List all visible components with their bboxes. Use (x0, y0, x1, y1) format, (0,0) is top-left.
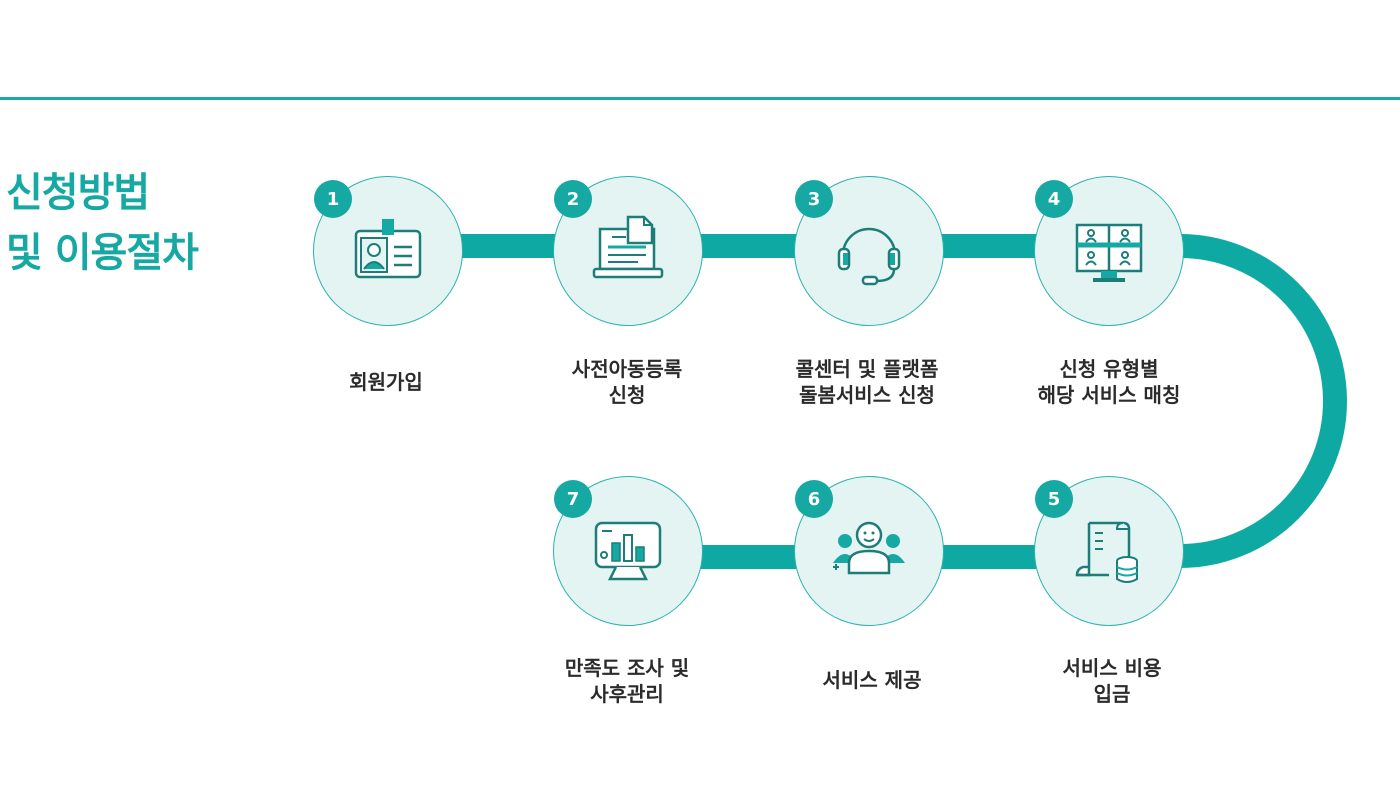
step-number-badge: 7 (554, 480, 592, 518)
step-3: 3 (794, 176, 944, 326)
top-divider (0, 97, 1400, 100)
step-label-line: 서비스 비용 (1062, 656, 1162, 680)
step-1-label: 회원가입 (266, 369, 506, 395)
step-2-label: 사전아동등록 신청 (507, 356, 747, 408)
step-6-label: 서비스 제공 (752, 667, 992, 693)
monitor-chart-icon (594, 521, 662, 581)
connector-3-4 (935, 234, 1045, 258)
step-2: 2 (553, 176, 703, 326)
receipt-coins-icon (1075, 521, 1138, 583)
step-1: 1 (313, 176, 463, 326)
step-5-label: 서비스 비용 입금 (992, 655, 1232, 707)
connector-1-2 (455, 234, 565, 258)
step-label-line: 신청 유형별 (1059, 357, 1159, 381)
step-number-badge: 2 (554, 180, 592, 218)
step-label-line: 만족도 조사 및 (564, 656, 690, 680)
step-label-line: 신청 (608, 383, 646, 407)
step-number-badge: 4 (1035, 180, 1073, 218)
connector-5-6 (935, 545, 1045, 569)
step-label-line: 사후관리 (590, 682, 664, 706)
step-4-label: 신청 유형별 해당 서비스 매칭 (989, 356, 1229, 408)
step-3-label: 콜센터 및 플랫폼 돌봄서비스 신청 (747, 356, 987, 408)
step-label-line: 입금 (1093, 682, 1131, 706)
step-label-line: 사전아동등록 (571, 357, 683, 381)
user-group-icon (833, 521, 905, 575)
step-5: 5 (1034, 476, 1184, 626)
step-6: 6 (794, 476, 944, 626)
step-label-line: 회원가입 (349, 370, 423, 394)
video-meeting-icon (1075, 223, 1143, 282)
step-number-badge: 1 (314, 180, 352, 218)
id-card-icon (354, 219, 422, 279)
connector-2-3 (695, 234, 805, 258)
connector-4-5-curve (1179, 234, 1347, 568)
step-number-badge: 5 (1035, 480, 1073, 518)
title-line-1: 신청방법 (6, 170, 150, 216)
step-label-line: 해당 서비스 매칭 (1037, 383, 1181, 407)
title-line-2: 및 이용절차 (6, 230, 199, 276)
step-7: 7 (553, 476, 703, 626)
page-title: 신청방법 및 이용절차 (6, 163, 199, 283)
step-number-badge: 3 (795, 180, 833, 218)
step-number-badge: 6 (795, 480, 833, 518)
step-label-line: 콜센터 및 플랫폼 (795, 357, 939, 381)
step-7-label: 만족도 조사 및 사후관리 (507, 655, 747, 707)
connector-6-7 (695, 545, 805, 569)
laptop-document-icon (592, 215, 664, 279)
step-4: 4 (1034, 176, 1184, 326)
step-label-line: 서비스 제공 (822, 668, 922, 692)
step-label-line: 돌봄서비스 신청 (799, 383, 935, 407)
headset-icon (837, 227, 901, 286)
